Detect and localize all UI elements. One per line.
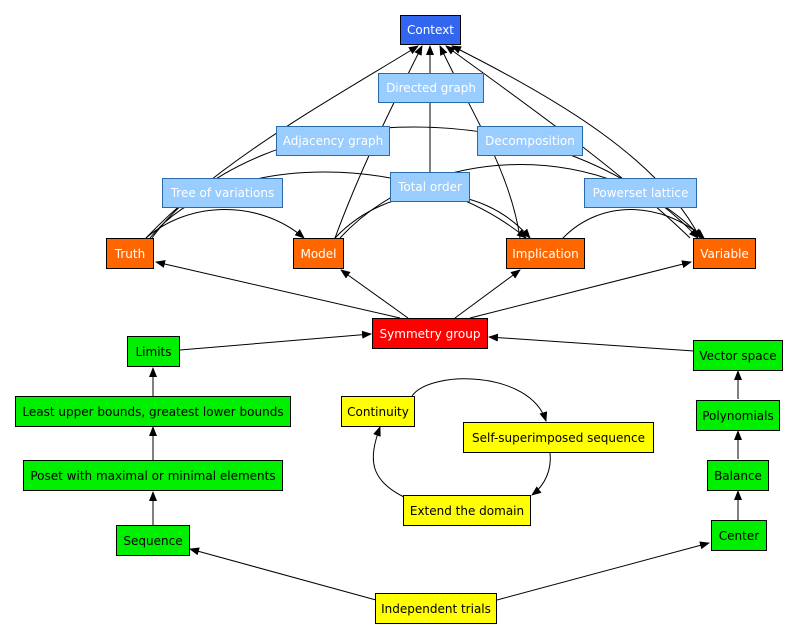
node-directed-graph: Directed graph	[378, 73, 484, 103]
node-extend-domain: Extend the domain	[403, 495, 531, 526]
edge-ind-seq	[189, 547, 377, 601]
node-sequence: Sequence	[116, 525, 190, 556]
edge-sym-model	[340, 269, 409, 319]
node-continuity: Continuity	[341, 396, 415, 427]
node-center: Center	[711, 520, 767, 551]
node-adjacency-graph: Adjacency graph	[276, 126, 390, 156]
node-decomposition: Decomposition	[477, 126, 583, 156]
node-powerset-lattice: Powerset lattice	[584, 178, 697, 208]
edge-sym-variable	[469, 260, 692, 319]
node-truth: Truth	[106, 238, 154, 269]
edge-implication-variable	[562, 209, 705, 239]
edge-extend-cont	[372, 426, 405, 498]
node-vector-space: Vector space	[693, 340, 783, 371]
edge-vs-sym	[488, 333, 695, 352]
node-independent-trials: Independent trials	[375, 593, 497, 624]
node-least-upper-bounds: Least upper bounds, greatest lower bound…	[15, 396, 291, 427]
node-limits: Limits	[127, 336, 180, 367]
node-tree-of-variations: Tree of variations	[162, 178, 283, 208]
edge-limits-sym	[179, 330, 372, 351]
edge-ind-center	[496, 541, 710, 601]
node-variable: Variable	[693, 238, 756, 269]
node-self-superimposed: Self-superimposed sequence	[463, 422, 654, 453]
node-poset: Poset with maximal or minimal elements	[23, 460, 283, 491]
node-implication: Implication	[506, 238, 585, 269]
edge-truth-model	[145, 209, 305, 239]
edge-self-extend	[531, 451, 551, 496]
node-total-order: Total order	[390, 172, 470, 202]
edge-variable-context-b	[451, 45, 701, 239]
node-model: Model	[293, 238, 344, 269]
node-polynomials: Polynomials	[696, 400, 780, 431]
node-balance: Balance	[707, 460, 769, 491]
node-context: Context	[400, 15, 461, 45]
edge-sym-implication	[454, 269, 521, 319]
node-symmetry-group: Symmetry group	[372, 318, 488, 349]
edge-sym-truth	[155, 260, 401, 319]
edge-cont-self	[411, 378, 548, 422]
